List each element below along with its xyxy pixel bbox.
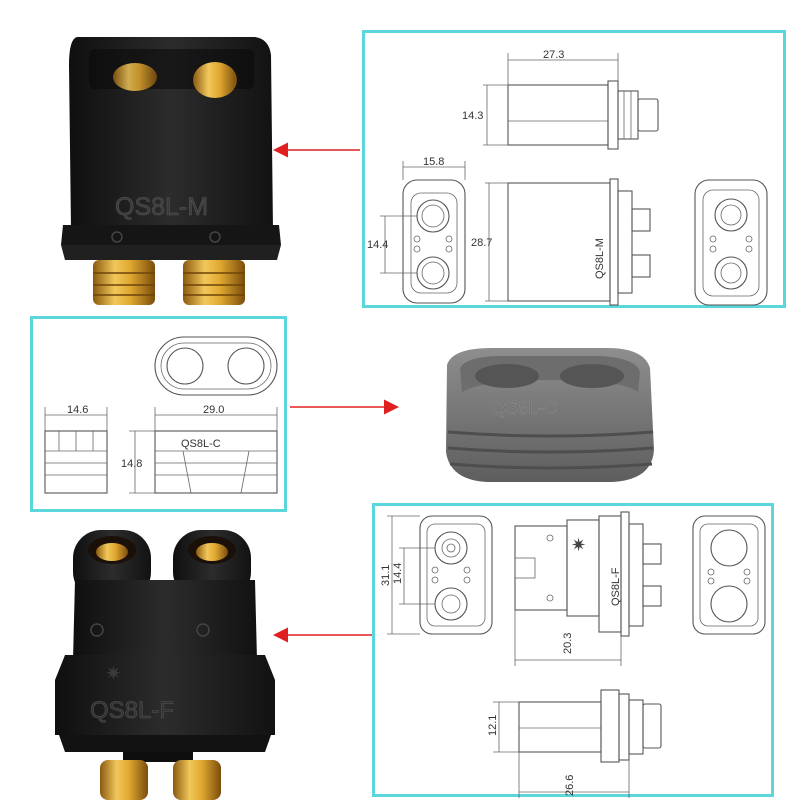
female-body-length-label: 20.3 [562, 633, 574, 654]
cap-front-marking: QS8L-C [181, 438, 221, 450]
female-side-height-label: 12.1 [487, 715, 499, 736]
female-body-view: ✷ QS8L-F 20.3 [514, 511, 662, 666]
female-connector-photo: ✷ QS8L-F [45, 520, 285, 800]
cap-front-view: QS8L-C 29.0 14.8 [121, 404, 278, 494]
male-connector-photo: QS8L-M [55, 25, 285, 310]
cap-photo: QS8L-C [432, 340, 662, 490]
cap-side-view: 14.6 [44, 404, 108, 494]
cap-photo-marking: QS8L-C [492, 398, 557, 418]
cap-side-width-label: 14.6 [67, 404, 88, 416]
male-rear-view [694, 179, 768, 306]
male-front-width-label: 15.8 [423, 156, 444, 168]
female-rear-view [692, 515, 766, 635]
female-side-length-label: 26.6 [564, 775, 576, 796]
cap-top-view [154, 336, 278, 396]
male-side-width-label: 27.3 [543, 49, 564, 61]
cap-front-width-label: 29.0 [203, 404, 224, 416]
female-front-pitch-label: 14.4 [392, 563, 404, 584]
spark-icon: ✷ [571, 535, 586, 555]
female-photo-marking: QS8L-F [90, 697, 174, 724]
cap-dimension-panel: 14.6 QS8L-C 29.0 14.8 [30, 316, 287, 512]
female-dimension-panel: 31.1 14.4 ✷ QS8L-F 20.3 [372, 503, 774, 798]
male-body-view: QS8L-M 28.7 [471, 178, 651, 306]
spark-icon: ✷ [105, 663, 122, 685]
female-front-view: 31.1 14.4 [380, 515, 493, 635]
male-side-view: 27.3 14.3 [462, 49, 659, 150]
male-side-height-label: 14.3 [462, 110, 483, 122]
male-body-height-label: 28.7 [471, 237, 492, 249]
female-front-height-label: 31.1 [380, 565, 392, 586]
male-body-marking: QS8L-M [594, 238, 606, 279]
male-front-pitch-label: 14.4 [367, 239, 388, 251]
male-photo-marking: QS8L-M [115, 193, 208, 221]
male-dimension-panel: 27.3 14.3 15.8 14.4 [362, 30, 786, 308]
female-side-view: 12.1 26.6 [487, 689, 662, 798]
female-body-marking: QS8L-F [610, 567, 622, 606]
cap-front-height-label: 14.8 [121, 458, 142, 470]
male-front-view: 15.8 14.4 [367, 156, 466, 304]
